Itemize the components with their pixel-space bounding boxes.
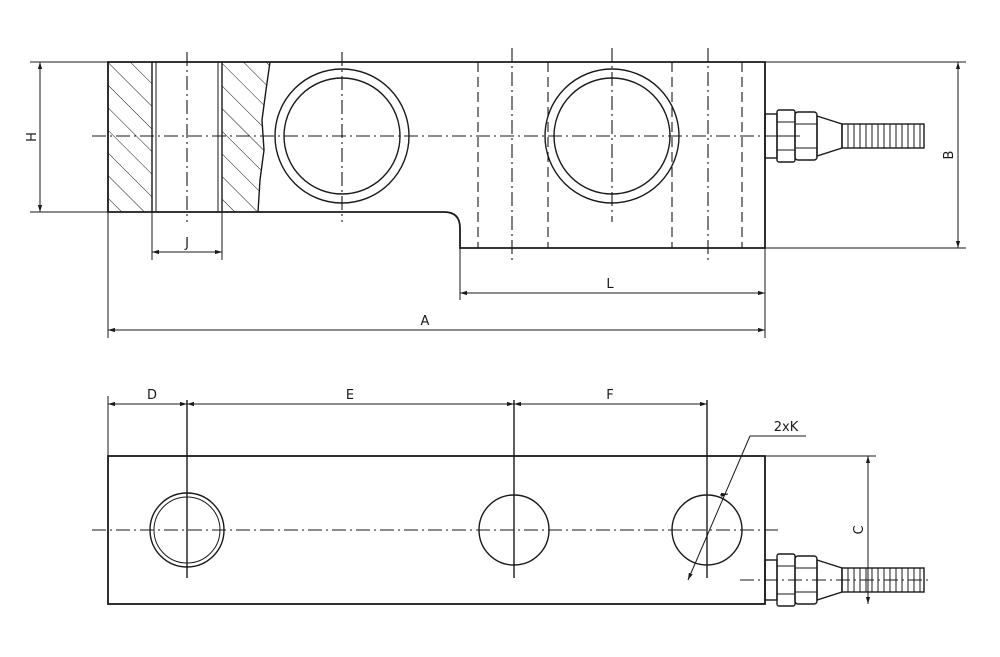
beam-body-outline (107, 61, 766, 249)
label-e: E (346, 388, 354, 403)
hatched-section-right (222, 62, 270, 212)
plan-view: D E F 2xK C (92, 388, 930, 607)
cable-gland-side (764, 109, 925, 163)
label-l: L (606, 277, 614, 292)
hole-side-right-outer (544, 68, 680, 204)
label-c: C (852, 525, 867, 534)
label-j: J (184, 236, 189, 251)
label-a: A (421, 314, 430, 329)
label-b: B (942, 151, 957, 160)
cable-gland-plan (740, 553, 930, 607)
dimension-c: C (765, 455, 876, 604)
leader-2xk: 2xK (687, 420, 806, 581)
side-view: H J L A B (25, 48, 966, 338)
dimension-h: H (25, 61, 108, 213)
dimension-l: L (459, 248, 766, 300)
label-f: F (606, 388, 613, 403)
hatched-section-left (108, 62, 152, 212)
label-h: H (25, 132, 40, 142)
label-k: 2xK (774, 420, 799, 435)
dimension-a: A (107, 212, 766, 338)
break-line (257, 61, 271, 213)
dimension-def: D E F (107, 388, 707, 456)
label-d: D (147, 388, 157, 403)
dimension-b: B (765, 61, 966, 249)
dimension-j: J (151, 212, 223, 260)
